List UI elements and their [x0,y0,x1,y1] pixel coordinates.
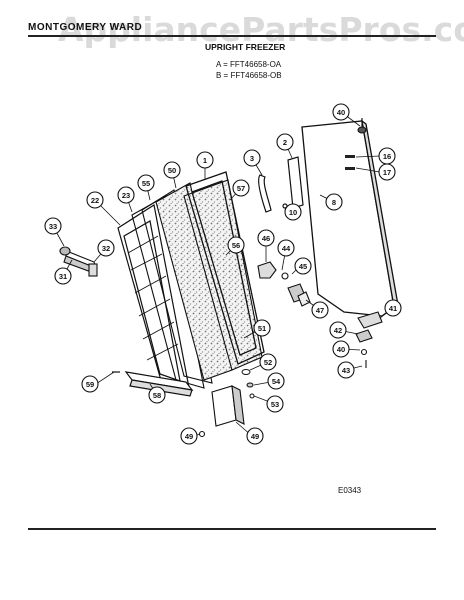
callout-42 [329,321,347,339]
door-frame [185,171,265,365]
callout-3 [243,149,261,167]
callout-label: 45 [299,262,307,271]
callout-label: 16 [383,152,391,161]
model-a-label: A = FFT46658-OA [216,60,282,69]
callout-label: 55 [142,179,150,188]
callout-22 [86,191,104,209]
door-gasket [131,189,213,389]
callout-label: 44 [282,244,291,253]
hinge-assembly [257,261,311,307]
callout-label: 42 [334,326,342,335]
callout-59 [81,375,99,393]
brand-label: MONTGOMERY WARD [28,22,143,33]
callout-label: 3 [250,154,254,163]
callout-label: 56 [232,241,240,250]
callout-17 [378,163,396,181]
header-rule [28,35,436,37]
callout-label: 23 [122,191,130,200]
callout-50 [163,161,181,179]
callout-label: 59 [86,380,94,389]
callout-label: 31 [59,272,67,281]
callout-53 [266,395,284,413]
callout-54 [267,372,285,390]
diagram-title: UPRIGHT FREEZER [205,42,286,52]
callout-label: 32 [102,244,110,253]
callout-label: 8 [332,198,336,207]
callout-2 [276,133,294,151]
callout-label: 53 [271,400,279,409]
callout-labels: 40 2 3 16 17 8 10 1 50 55 57 23 22 33 32… [49,108,397,441]
callout-41 [384,299,402,317]
callout-47 [311,301,329,319]
callout-40-bottom [332,340,350,358]
callout-40-top [332,103,350,121]
callout-33 [44,217,62,235]
callout-8 [325,193,343,211]
callout-31 [54,267,72,285]
diagram-code: E0343 [338,486,362,495]
callout-43 [337,361,355,379]
callout-label: 43 [342,366,350,375]
callout-label: 47 [316,306,324,315]
callout-circles [44,103,402,445]
callout-label: 22 [91,196,99,205]
callout-32 [97,239,115,257]
callout-label: 54 [272,377,281,386]
callout-51 [253,319,271,337]
bottom-hinge [355,311,383,368]
callout-label: 57 [237,184,245,193]
door-handle [258,156,304,218]
callout-label: 58 [153,391,161,400]
callout-label: 49 [185,432,193,441]
callout-label: 40 [337,345,345,354]
callout-label: 33 [49,222,57,231]
callout-23 [117,186,135,204]
top-stop [357,118,367,134]
door-small-parts [241,369,255,399]
callout-58 [148,386,166,404]
callout-52 [259,353,277,371]
callout-57 [232,179,250,197]
callout-44 [277,239,295,257]
model-b-label: B = FFT46658-OB [216,71,282,80]
callout-label: 1 [203,156,207,165]
callout-45 [294,257,312,275]
callout-10 [284,203,302,221]
callout-label: 50 [168,166,176,175]
callout-49-right [246,427,264,445]
callout-1 [196,151,214,169]
callout-49-left [180,427,198,445]
callout-label: 49 [251,432,259,441]
callout-label: 17 [383,168,391,177]
callout-label: 40 [337,108,345,117]
footer-rule [28,528,436,530]
callout-label: 2 [283,138,287,147]
watermark: AppliancePartsPros.com [58,10,464,49]
callout-46 [257,229,275,247]
callout-56 [227,236,245,254]
callout-label: 10 [289,208,297,217]
callout-label: 51 [258,324,266,333]
callout-label: 41 [389,304,397,313]
toe-bracket [198,385,245,438]
callout-label: 46 [262,234,270,243]
callout-55 [137,174,155,192]
callout-label: 52 [264,358,272,367]
